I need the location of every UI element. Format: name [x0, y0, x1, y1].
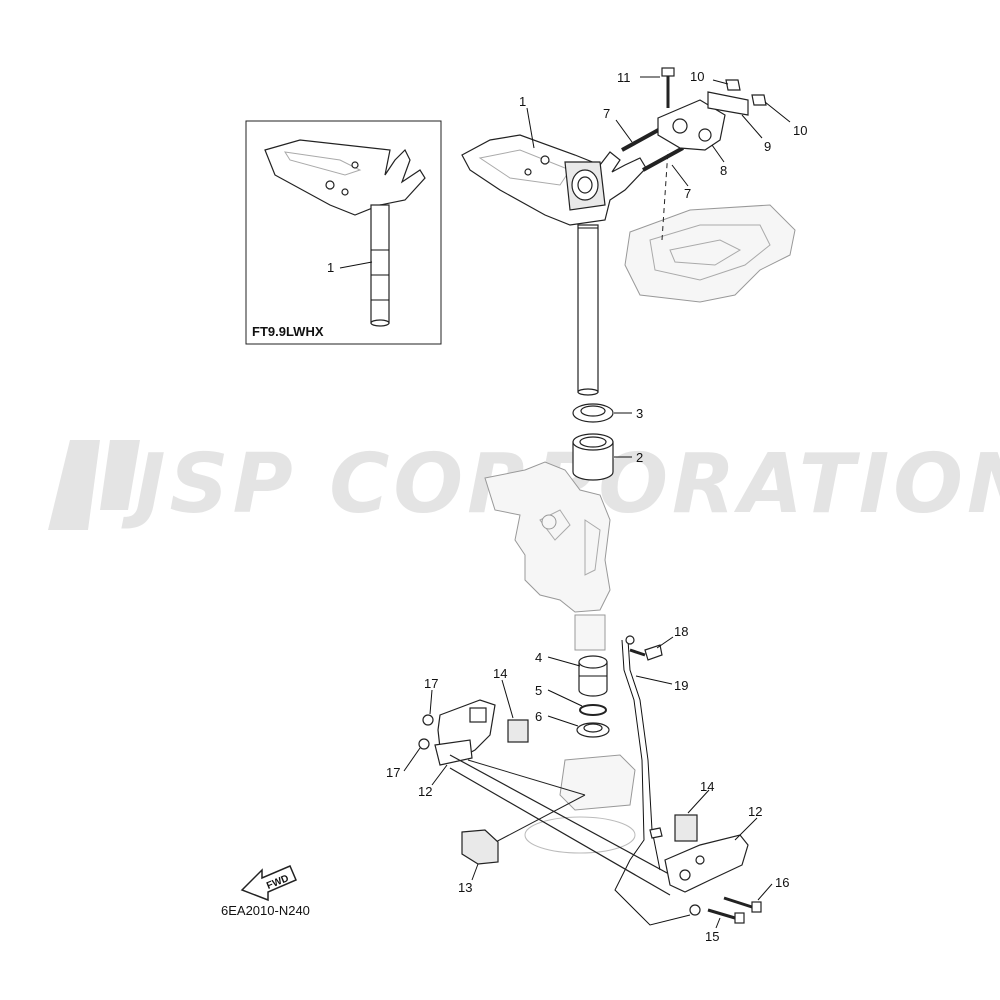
cross-members — [449, 754, 681, 896]
callout-labels: 1 7 7 8 9 10 10 11 3 2 4 5 6 18 19 17 17… — [386, 69, 807, 944]
mount-bolts — [707, 896, 762, 924]
part-2-sleeve — [572, 433, 614, 481]
fwd-arrow-icon: FWD — [240, 865, 297, 902]
lower-mount-right — [649, 814, 749, 893]
ghost-components — [484, 204, 796, 854]
callout-3: 3 — [636, 406, 643, 421]
callout-2: 2 — [636, 450, 643, 465]
callout-10a: 10 — [690, 69, 704, 84]
callout-12b: 12 — [748, 804, 762, 819]
callout-14a: 14 — [493, 666, 507, 681]
callout-13: 13 — [458, 880, 472, 895]
lower-mount-left — [418, 699, 529, 766]
callout-5: 5 — [535, 683, 542, 698]
steering-bracket — [461, 134, 647, 226]
inset-panel: 1 FT9.9LWHX — [245, 120, 442, 345]
callout-4: 4 — [535, 650, 542, 665]
diagram-code: 6EA2010-N240 — [221, 903, 310, 918]
callout-17b: 17 — [386, 765, 400, 780]
callout-8: 8 — [720, 163, 727, 178]
part-3-bushing — [572, 403, 614, 423]
callout-18: 18 — [674, 624, 688, 639]
callout-1: 1 — [519, 94, 526, 109]
callout-17a: 17 — [424, 676, 438, 691]
callout-7a: 7 — [603, 106, 610, 121]
callout-16: 16 — [775, 875, 789, 890]
callout-1-inset: 1 — [327, 260, 334, 275]
callout-14b: 14 — [700, 779, 714, 794]
callout-15: 15 — [705, 929, 719, 944]
inset-label: FT9.9LWHX — [252, 324, 324, 339]
callout-19: 19 — [674, 678, 688, 693]
studs — [621, 126, 684, 172]
leader-lines — [403, 76, 791, 929]
callout-7b: 7 — [684, 186, 691, 201]
part-5-o-ring — [579, 704, 607, 716]
part-13-rubber — [461, 829, 499, 865]
steering-shaft — [577, 224, 599, 396]
callout-6: 6 — [535, 709, 542, 724]
callout-11: 11 — [617, 70, 631, 85]
part-4-bushing — [578, 655, 608, 697]
callout-12a: 12 — [418, 784, 432, 799]
part-6-washer — [576, 722, 610, 738]
callout-9: 9 — [764, 139, 771, 154]
clamp-assembly — [657, 67, 767, 241]
callout-10b: 10 — [793, 123, 807, 138]
